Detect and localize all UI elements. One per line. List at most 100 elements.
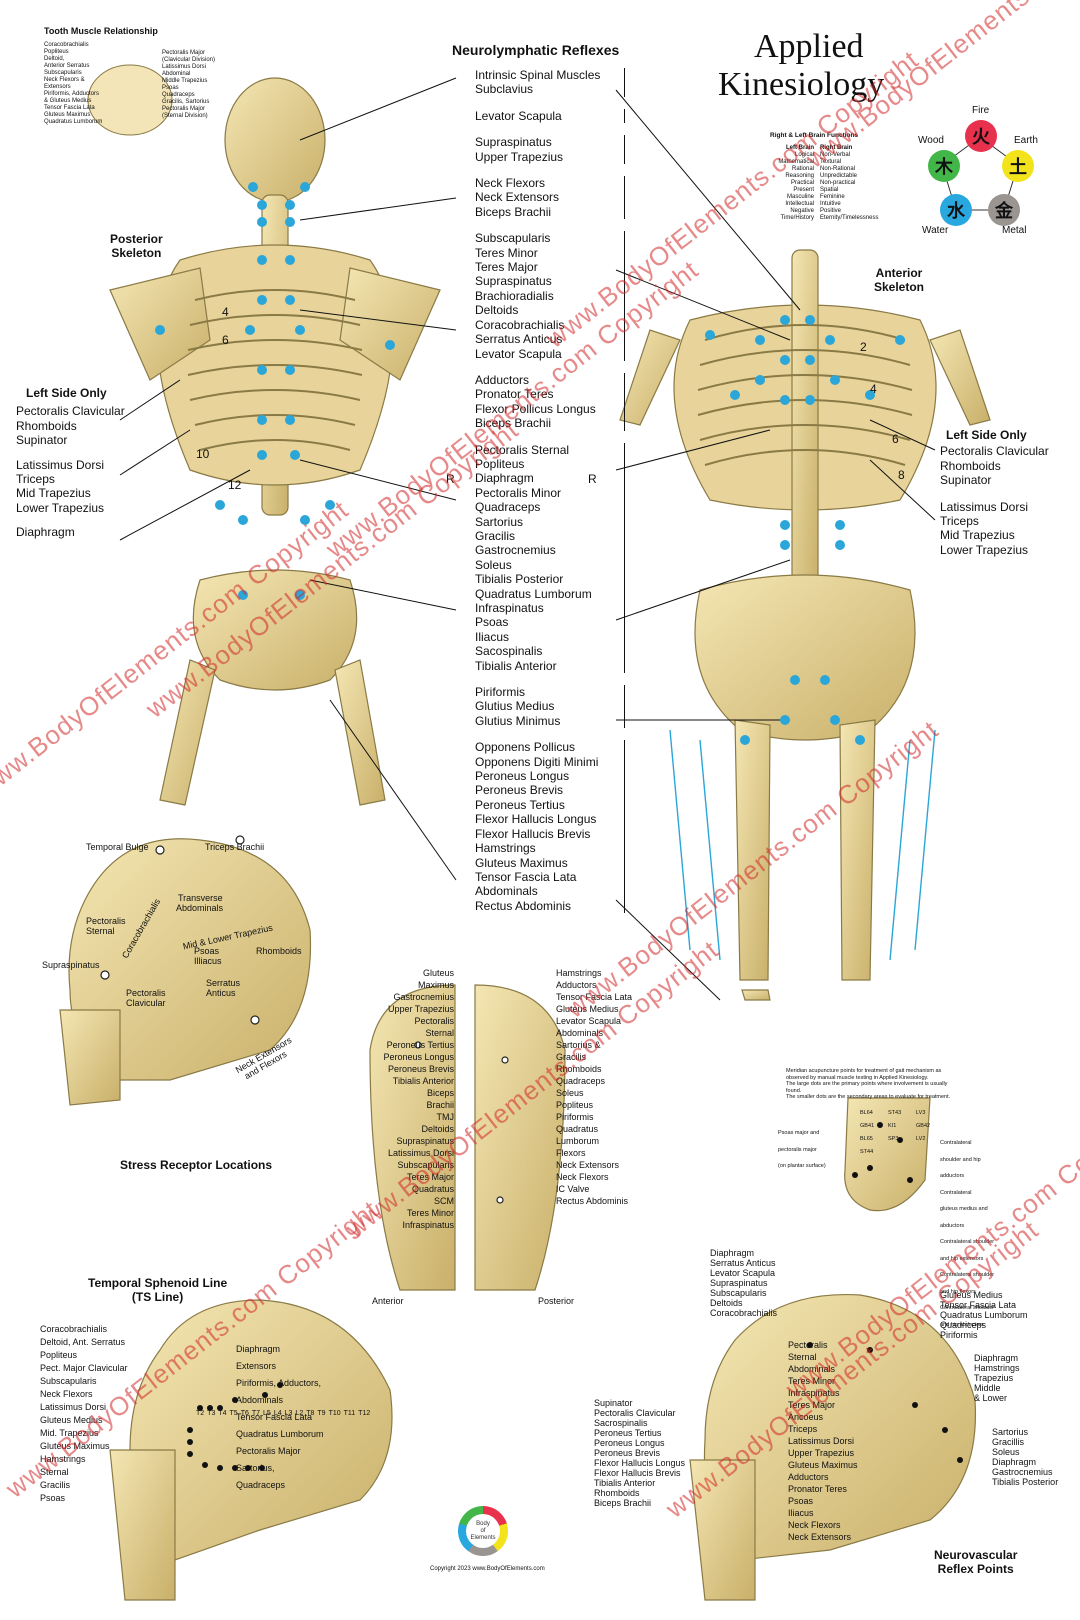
foot-point-5: GB42 xyxy=(916,1123,931,1129)
tooth-right-label-3: Abdominal xyxy=(162,71,191,77)
nv-left-label-8: Tibialis Anterior xyxy=(594,1478,656,1488)
nv-right-c-label-0: Sartorius xyxy=(992,1427,1029,1437)
brain-right-item-7: Intuitive xyxy=(820,201,841,207)
foot-point-6: BL65 xyxy=(860,1136,873,1142)
brain-left-item-4: Practical xyxy=(790,180,814,186)
face-left-label-17: Teres Major xyxy=(406,1172,454,1182)
nv-inner-label-2: Abdominals xyxy=(788,1364,836,1374)
nv-inner-label-9: Upper Trapezius xyxy=(788,1448,855,1458)
tooth-right-label-7: Gracilis, Sartorius xyxy=(162,99,210,105)
brain-right-item-3: Unpredictable xyxy=(820,173,858,179)
nv-inner-label-6: Ancoeus xyxy=(788,1412,824,1422)
ts-label-4: Subscapularis xyxy=(40,1376,97,1386)
foot-label-right-5: abductors xyxy=(940,1222,965,1229)
reflex-item-8-10: Abdominals xyxy=(475,884,538,899)
ts-label-16: Hamstrings xyxy=(40,1454,86,1464)
face-right-label-3: Gluteus Medius xyxy=(556,1004,619,1014)
ts-label-22: Psoas xyxy=(40,1493,66,1503)
reflex-item-6-10: Quadratus Lumborum xyxy=(475,586,592,601)
anterior-left-only-heading: Left Side Only xyxy=(946,428,1027,442)
face-right-label-13: Quadratus xyxy=(556,1124,599,1134)
title-line-1: Applied xyxy=(754,28,864,65)
foot-point-7: SP3 xyxy=(888,1136,899,1142)
ts-point-5: T7 xyxy=(251,1410,261,1417)
face-right-label-17: Neck Flexors xyxy=(556,1172,609,1182)
reflex-item-5-3: Biceps Brachii xyxy=(475,416,552,431)
face-left-label-18: Quadratus xyxy=(411,1184,454,1194)
stress-label-5: Sternal xyxy=(86,926,115,936)
ts-point-10: T8 xyxy=(306,1410,315,1417)
nv-inner-label-5: Teres Major xyxy=(788,1400,836,1410)
ts-skull xyxy=(109,1299,393,1601)
foot-label-right-2: adductors xyxy=(940,1173,965,1179)
nv-top-label-1: Serratus Anticus xyxy=(710,1258,776,1268)
brain-functions: Right & Left Brain Functions Left Brain … xyxy=(770,132,890,222)
brain-right-item-0: Non-Verbal xyxy=(820,152,851,158)
foot-label-right-8: Contralateral shoulder xyxy=(940,1272,995,1278)
ts-label-20: Gracilis xyxy=(40,1480,71,1490)
face-right-label-14: Lumborum xyxy=(556,1136,600,1146)
stress-label-13: Clavicular xyxy=(126,998,166,1008)
face-left-label-8: Peroneus Brevis xyxy=(387,1064,454,1074)
reflex-item-6-1: Popliteus xyxy=(475,456,525,471)
nv-inner-label-0: Pectoralis xyxy=(788,1340,828,1350)
element-fire-icon: 火 xyxy=(965,120,997,152)
ant-rib-6: 6 xyxy=(892,432,899,446)
nv-right-a-label-0: Gluteus Medius xyxy=(940,1290,1003,1300)
reflex-item-6-15: Tibialis Anterior xyxy=(475,658,557,673)
reflex-item-7-1: Glutius Medius xyxy=(475,699,555,714)
nv-top-label-0: Diaphragm xyxy=(710,1248,755,1258)
tooth-right-label-1: (Clavicular Division) xyxy=(162,57,216,63)
foot-point-0: BL64 xyxy=(860,1110,873,1116)
element-water-label: Water xyxy=(922,225,949,236)
face-right-label-2: Tensor Fascia Lata xyxy=(556,992,633,1002)
nv-left-label-5: Peroneus Brevis xyxy=(594,1448,661,1458)
reflex-item-4-6: Coracobrachialis xyxy=(475,317,565,332)
face-left-label-6: Peroneus Tertius xyxy=(386,1040,454,1050)
element-wood-icon: 木 xyxy=(928,150,960,182)
ts-label-2: Popliteus xyxy=(40,1350,78,1360)
face-left-label-9: Tibialis Anterior xyxy=(392,1076,454,1086)
reflex-connectors xyxy=(119,77,936,1001)
ts-label-7: Extensors xyxy=(236,1361,277,1371)
brain-right-item-5: Spatial xyxy=(820,187,839,193)
ant-rib-2: 2 xyxy=(860,340,867,354)
nv-right-a-label-3: Quadriceps xyxy=(940,1320,987,1330)
reflex-group-1: Levator Scapula xyxy=(475,108,625,124)
face-right-label-12: Piriformis xyxy=(556,1112,594,1122)
foot-label-right-10: Contralateral shoulder xyxy=(940,1305,995,1311)
posterior-left-only-b-item-0: Latissimus Dorsi xyxy=(16,457,105,472)
reflex-item-8-9: Tensor Fascia Lata xyxy=(475,869,577,884)
element-water-icon: 水 xyxy=(940,194,972,226)
nv-left-label-0: Supinator xyxy=(594,1398,633,1408)
element-metal-glyph: 金 xyxy=(995,201,1013,221)
tooth-right-labels: Pectoralis Major(Clavicular Division)Lat… xyxy=(162,50,215,120)
tooth-left-label-10: Gluteus Maximus xyxy=(44,112,91,118)
ts-point-6: L5 xyxy=(263,1410,271,1417)
face-left-label-4: Pectoralis xyxy=(414,1016,454,1026)
nv-right-c-label-2: Soleus xyxy=(992,1447,1020,1457)
nv-heading-2: Reflex Points xyxy=(937,1562,1014,1576)
anterior-left-only-a-item-1: Rhomboids xyxy=(940,458,1001,473)
brain-heading: Right & Left Brain Functions xyxy=(770,132,859,139)
poster-title: Applied Kinesiology xyxy=(718,28,884,104)
nv-left-label-10: Biceps Brachii xyxy=(594,1498,652,1508)
logo-word-1: Body xyxy=(476,1520,490,1527)
ts-point-1: T3 xyxy=(207,1410,216,1417)
ts-label-8: Latissimus Dorsi xyxy=(40,1402,107,1412)
nv-inner-label-1: Sternal xyxy=(788,1352,817,1362)
brain-right-item-6: Feminine xyxy=(820,194,845,200)
reflex-item-0-0: Intrinsic Spinal Muscles xyxy=(475,68,601,82)
ts-label-6: Neck Flexors xyxy=(40,1389,93,1399)
reflex-item-7-0: Piriformis xyxy=(475,685,525,700)
element-water-glyph: 水 xyxy=(947,201,965,221)
reflex-item-8-2: Peroneus Longus xyxy=(475,769,570,784)
reflex-item-4-4: Brachioradialis xyxy=(475,288,554,303)
ant-rib-8: 8 xyxy=(898,468,905,482)
